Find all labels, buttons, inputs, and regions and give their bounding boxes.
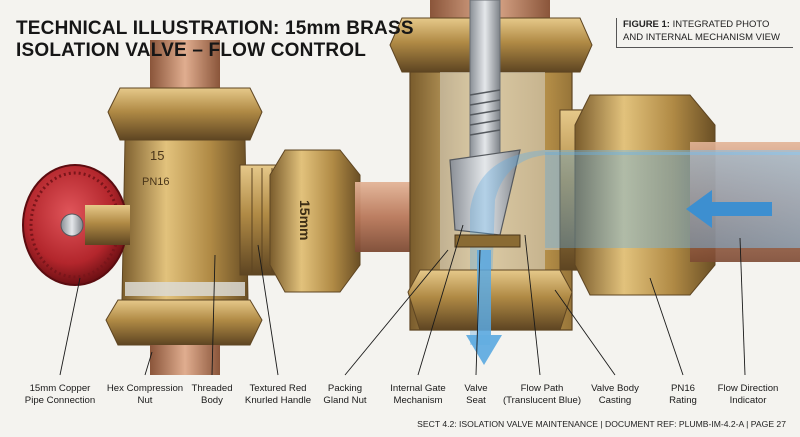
flow-down-arrow <box>466 250 502 365</box>
casting-number: 15 <box>150 148 164 163</box>
valve-seat[interactable] <box>454 234 521 248</box>
spindle-threads <box>469 89 501 136</box>
hex-compression-nut-right <box>269 149 361 293</box>
handle-screw <box>60 213 84 237</box>
ptfe-tape <box>125 282 245 296</box>
casting-rating: PN16 <box>142 176 170 188</box>
hex-nut-bottom <box>105 299 263 346</box>
nut-size-marking: 15mm <box>297 200 313 240</box>
flow-direction-indicator[interactable] <box>686 190 772 228</box>
label-flow-path: Flow Path(Translucent Blue) <box>502 383 582 406</box>
handle-stem <box>85 205 130 245</box>
hex-nut-top <box>107 87 263 141</box>
figure-caption: FIGURE 1: INTEGRATED PHOTO AND INTERNAL … <box>616 18 793 48</box>
figure-number: FIGURE 1: <box>623 19 670 30</box>
leader-lines <box>59 224 746 376</box>
copper-pipe-bottom <box>150 345 220 375</box>
flow-path[interactable] <box>470 150 800 345</box>
title-line-2: ISOLATION VALVE – FLOW CONTROL <box>16 40 367 61</box>
page-title: TECHNICAL ILLUSTRATION: 15mm BRASS ISOLA… <box>16 18 414 62</box>
title-line-1: TECHNICAL ILLUSTRATION: 15mm BRASS <box>16 18 414 39</box>
valve-body-left <box>121 139 249 301</box>
page-footer: SECT 4.2: ISOLATION VALVE MAINTENANCE | … <box>417 419 786 429</box>
figure-caption-line-2: AND INTERNAL MECHANISM VIEW <box>623 32 780 43</box>
flow-channel <box>545 152 800 248</box>
figure-caption-line-1: INTEGRATED PHOTO <box>672 19 770 30</box>
spindle <box>469 0 501 161</box>
